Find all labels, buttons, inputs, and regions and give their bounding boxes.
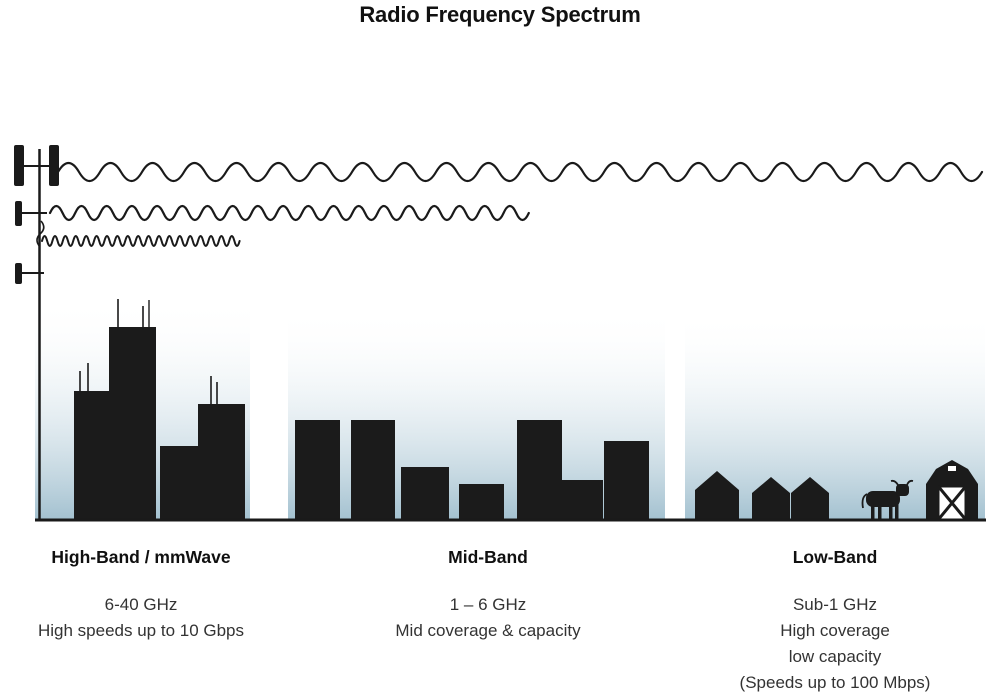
house-icon: [791, 477, 829, 520]
building: [109, 327, 156, 520]
building: [604, 441, 649, 520]
high-band-wave-icon: [41, 235, 241, 247]
cow-leg: [871, 503, 875, 519]
band-frequency: 6-40 GHz: [104, 595, 178, 614]
cow-horn: [906, 479, 914, 486]
antenna-panel: [15, 263, 22, 284]
building: [160, 446, 198, 520]
house-icon: [695, 471, 739, 520]
antenna-panel: [15, 201, 22, 226]
barn-door-cross: [936, 485, 968, 521]
antenna-panel: [49, 145, 59, 186]
mid-band-wave-icon: [48, 204, 530, 222]
cow-horn: [890, 479, 899, 486]
band-caption-lowband: Low-Band Sub-1 GHz High coverage low cap…: [700, 547, 970, 696]
band-detail: (Speeds up to 100 Mbps): [739, 673, 931, 692]
cell-tower-icon: [14, 145, 59, 520]
band-name: Low-Band: [792, 547, 878, 567]
band-detail: High speeds up to 10 Gbps: [37, 621, 245, 640]
cow-leg: [895, 503, 899, 519]
building: [459, 484, 504, 520]
band-frequency: 1 – 6 GHz: [449, 595, 527, 614]
band-detail: low capacity: [788, 647, 882, 666]
cow-tail: [861, 493, 868, 509]
building: [562, 480, 603, 520]
diagram-title: Radio Frequency Spectrum: [359, 2, 641, 27]
building: [517, 420, 562, 520]
highband-skyline: [74, 299, 245, 520]
barn-vent: [948, 466, 956, 471]
band-detail: Mid coverage & capacity: [395, 621, 581, 640]
band-caption-highband: High-Band / mmWave 6-40 GHz High speeds …: [10, 547, 272, 644]
cow-head: [896, 484, 909, 496]
spectrum-graphic: [14, 145, 986, 522]
cow-icon: [861, 479, 914, 519]
band-name: Mid-Band: [448, 547, 528, 567]
barn-icon: [926, 460, 978, 522]
lowband-rural-scene: [695, 460, 978, 522]
low-band-wave-icon: [56, 161, 984, 183]
band-name: High-Band / mmWave: [51, 547, 231, 567]
midband-skyline: [295, 420, 649, 520]
building: [295, 420, 340, 520]
building: [74, 391, 109, 520]
building: [401, 467, 449, 520]
building: [351, 420, 395, 520]
band-frequency: Sub-1 GHz: [792, 595, 878, 614]
house-icon: [752, 477, 790, 520]
antenna-panel: [14, 145, 24, 186]
band-caption-midband: Mid-Band 1 – 6 GHz Mid coverage & capaci…: [358, 547, 618, 644]
cow-leg: [878, 503, 882, 519]
cow-leg: [889, 503, 893, 519]
building: [198, 404, 245, 520]
band-detail: High coverage: [780, 621, 890, 640]
cable-squiggle: [36, 220, 45, 248]
